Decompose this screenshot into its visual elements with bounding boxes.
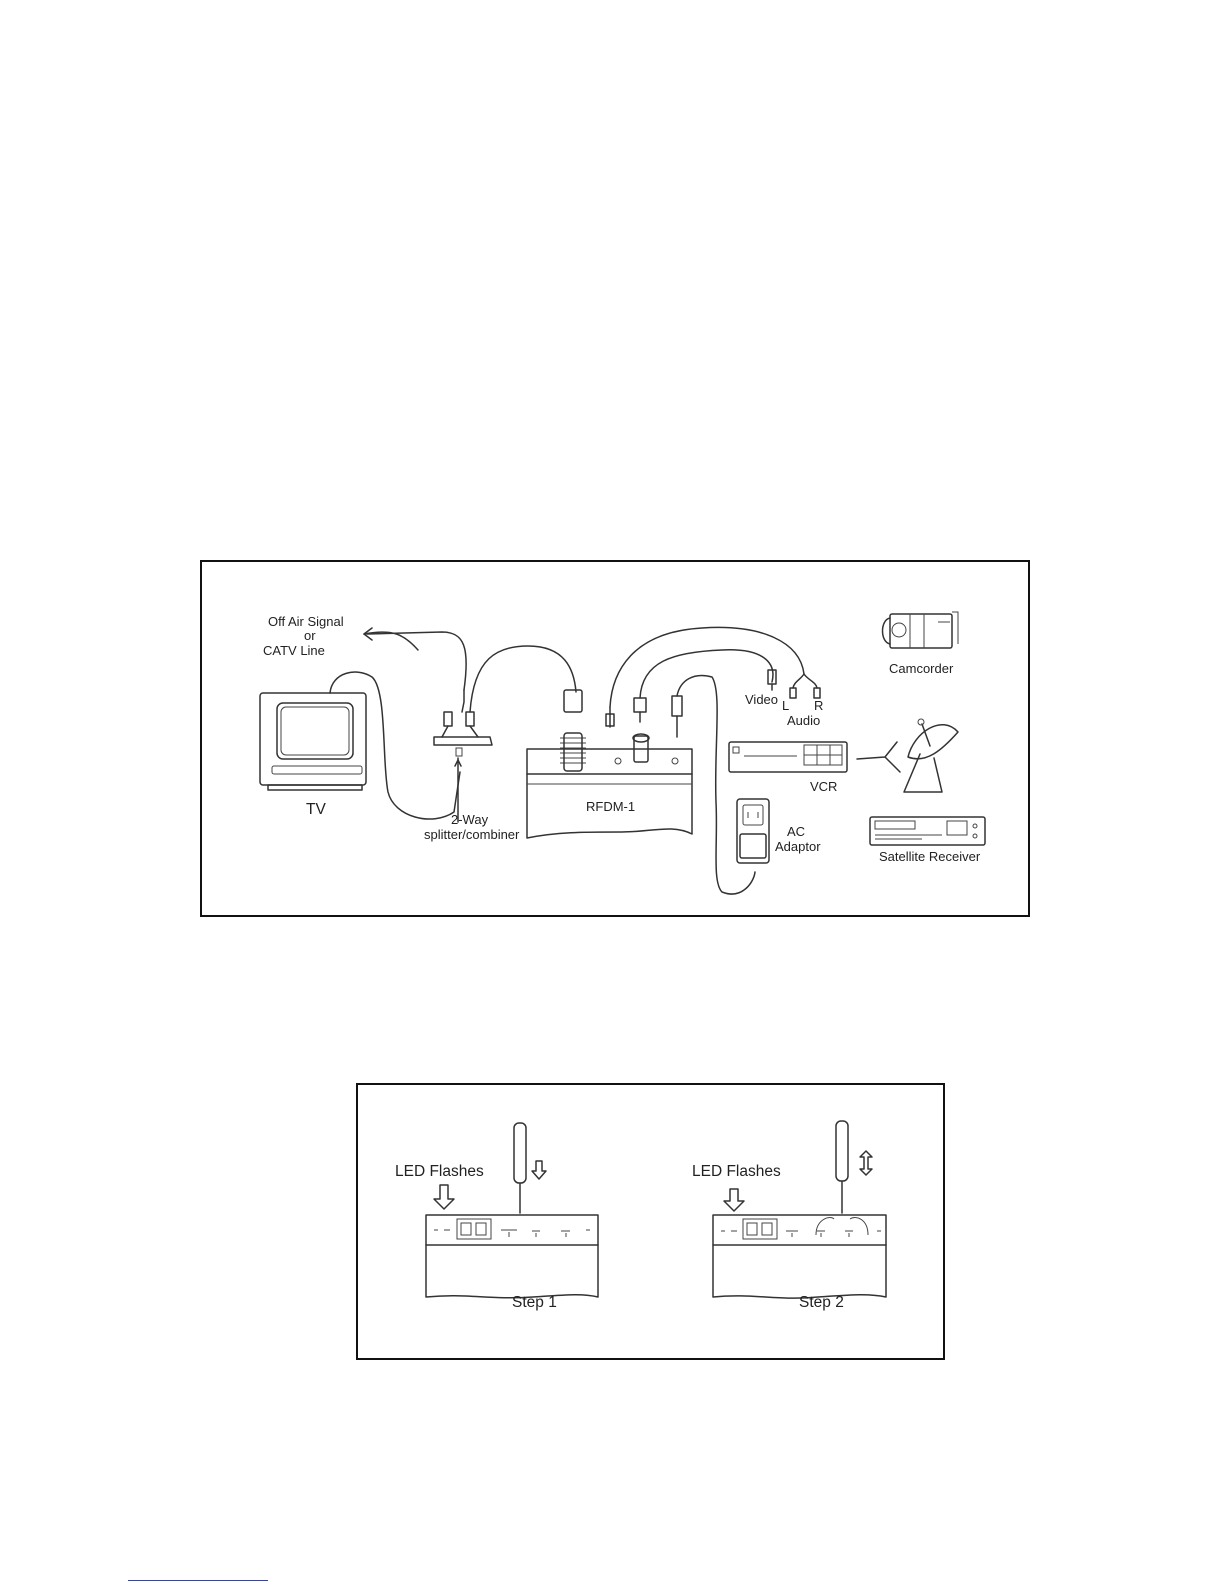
led-steps-diagram: LED Flashes Step 1 LED Flashes Step 2 [356,1083,945,1360]
tv-label: TV [306,801,326,818]
connection-diagram: Off Air Signal or CATV Line TV 2-Way spl… [200,560,1030,917]
satellite-receiver-icon [870,817,985,845]
off-air-arrow [364,628,466,690]
audio-l-label: L [782,698,789,713]
video-label: Video [745,692,778,707]
vcr-label: VCR [810,779,837,794]
step2-caption: Step 2 [799,1294,844,1311]
step2-unit-icon [713,1121,886,1298]
rfdm-label: RFDM-1 [586,799,635,814]
step1-caption: Step 1 [512,1294,557,1311]
off-air-signal-label: Off Air Signal [268,614,344,629]
step1-unit-icon [426,1123,598,1298]
camcorder-label: Camcorder [889,661,954,676]
satellite-receiver-label: Satellite Receiver [879,849,981,864]
camcorder-icon [883,612,959,648]
ac-label-line2: Adaptor [775,839,821,854]
ac-label-line1: AC [787,824,805,839]
vcr-icon [729,742,900,772]
satellite-dish-icon [904,719,958,792]
splitter-label-line2: splitter/combiner [424,827,520,842]
step1-led-label: LED Flashes [395,1163,484,1180]
splitter-label-line1: 2-Way [451,812,489,827]
connection-diagram-drawing: Off Air Signal or CATV Line TV 2-Way spl… [202,562,1032,919]
splitter-icon [434,646,576,822]
tv-icon [260,672,460,819]
audio-r-label: R [814,698,823,713]
rfdm-unit-icon [527,627,804,894]
audio-label: Audio [787,713,820,728]
or-label: or [304,628,316,643]
footer-link-underline [128,1580,268,1581]
step2-led-label: LED Flashes [692,1163,781,1180]
led-steps-drawing: LED Flashes Step 1 LED Flashes Step 2 [358,1085,947,1362]
catv-line-label: CATV Line [263,643,325,658]
ac-adaptor-icon [737,799,769,863]
